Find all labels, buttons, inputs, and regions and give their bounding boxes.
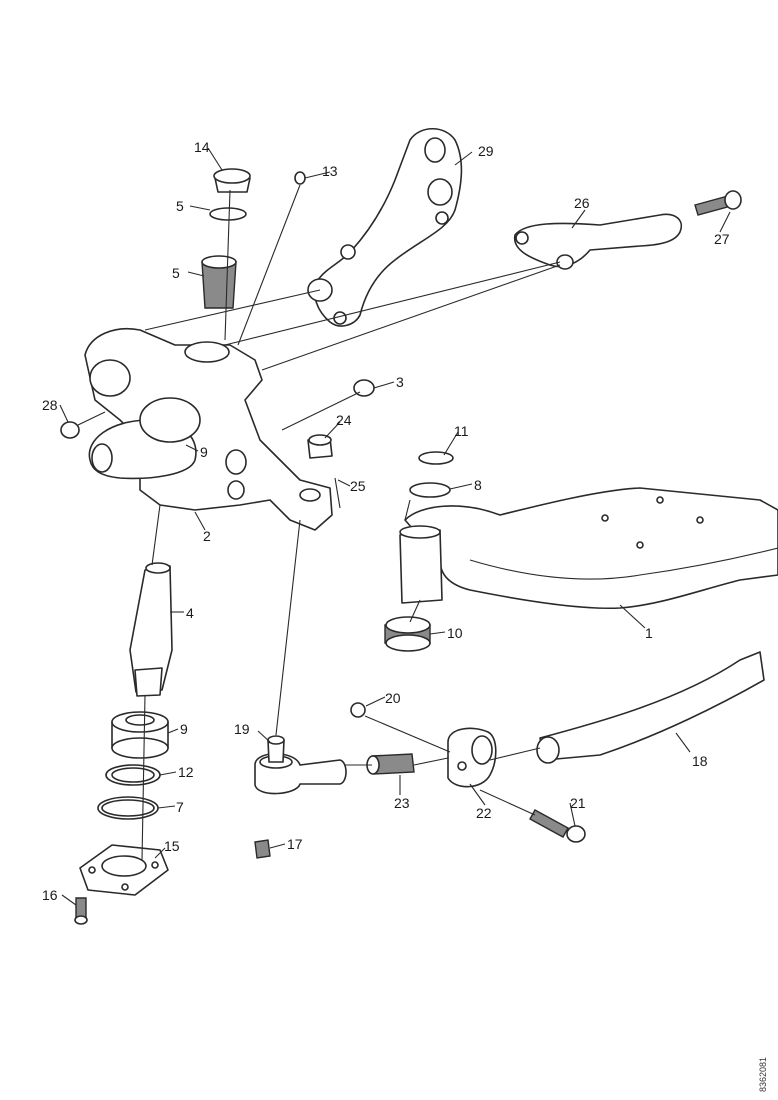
callout-25: 25 — [350, 478, 366, 494]
callout-12: 12 — [178, 764, 194, 780]
callout-2: 2 — [203, 528, 211, 544]
reference-code: 8362081 — [758, 1057, 768, 1092]
callout-9-upper: 9 — [200, 444, 208, 460]
callout-23: 23 — [394, 795, 410, 811]
sleeve — [366, 753, 415, 775]
callout-10: 10 — [447, 625, 463, 641]
callout-5-upper: 5 — [176, 198, 184, 214]
callout-19: 19 — [234, 721, 250, 737]
bushing-10 — [384, 616, 431, 652]
tie-rod-end — [254, 735, 347, 795]
lever-bolt — [694, 190, 742, 216]
callout-17: 17 — [287, 836, 303, 852]
nut-24 — [307, 434, 333, 459]
grease-nipple — [294, 171, 306, 185]
assembly-lines — [77, 184, 561, 861]
callout-22: 22 — [476, 805, 492, 821]
nut-17 — [254, 839, 271, 859]
callout-28: 28 — [42, 397, 58, 413]
callout-26: 26 — [574, 195, 590, 211]
cover-bolt — [74, 897, 88, 925]
callout-7: 7 — [176, 799, 184, 815]
seal-ring — [105, 764, 161, 786]
cover-plate — [79, 844, 169, 896]
bolt-21 — [529, 809, 586, 843]
callout-labels: 14 5 5 13 29 26 27 3 28 24 25 11 8 9 2 1… — [42, 139, 730, 903]
callout-5-lower: 5 — [172, 265, 180, 281]
callout-14: 14 — [194, 139, 210, 155]
callout-11: 11 — [454, 423, 469, 439]
callout-13: 13 — [322, 163, 338, 179]
callout-27: 27 — [714, 231, 730, 247]
callout-3: 3 — [396, 374, 404, 390]
bushing — [201, 255, 237, 309]
cotter-pin-25 — [334, 477, 341, 509]
front-axle-beam — [399, 487, 778, 610]
callout-20: 20 — [385, 690, 401, 706]
callout-29: 29 — [478, 143, 494, 159]
callout-15: 15 — [164, 838, 180, 854]
bearing — [111, 711, 169, 759]
steering-arm — [307, 127, 463, 327]
callout-24: 24 — [336, 412, 352, 428]
clamp — [447, 727, 497, 788]
o-ring — [97, 796, 159, 820]
retaining-ring — [209, 207, 247, 221]
callout-8: 8 — [474, 477, 482, 493]
steering-lever — [514, 213, 682, 270]
callout-21: 21 — [570, 795, 586, 811]
callout-leaders — [59, 147, 731, 906]
king-pin — [129, 562, 173, 697]
cap — [213, 168, 251, 193]
ring-11 — [418, 451, 454, 465]
tie-rod — [536, 651, 765, 764]
plug-28 — [60, 421, 80, 439]
steering-knuckle — [84, 328, 333, 531]
pin-20 — [350, 702, 366, 718]
callout-1: 1 — [645, 625, 653, 641]
callout-16: 16 — [42, 887, 58, 903]
ring-8 — [409, 482, 451, 498]
callout-4: 4 — [186, 605, 194, 621]
callout-9-lower: 9 — [180, 721, 188, 737]
callout-18: 18 — [692, 753, 708, 769]
